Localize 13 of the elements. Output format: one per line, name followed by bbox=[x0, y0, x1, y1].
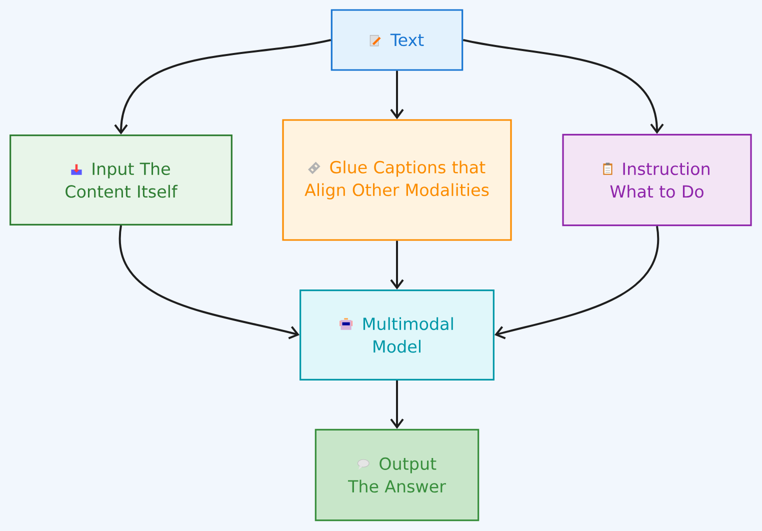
process-box: Input The Content Itself bbox=[10, 134, 232, 226]
arrow bbox=[114, 39, 332, 135]
arrow bbox=[494, 226, 659, 340]
process-box: Multimodal Model bbox=[300, 290, 494, 380]
process-box: Text bbox=[330, 9, 464, 71]
arrow bbox=[119, 225, 300, 340]
process-box: Output The Answer bbox=[314, 428, 480, 522]
arrow bbox=[390, 240, 404, 290]
arrow bbox=[390, 380, 404, 429]
arrow bbox=[390, 70, 404, 120]
process-box: Instruction What to Do bbox=[562, 134, 752, 226]
process-box: Glue Captions that Align Other Modalities bbox=[282, 119, 512, 241]
arrow bbox=[462, 39, 664, 134]
